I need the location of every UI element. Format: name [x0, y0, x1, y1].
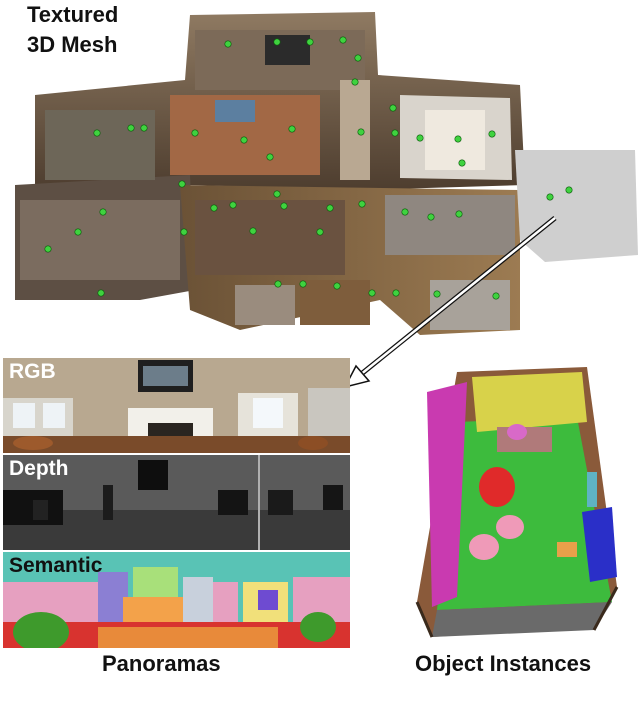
viewpoint-marker	[357, 128, 365, 136]
viewpoint-marker	[565, 186, 573, 194]
mesh-title-line2: 3D Mesh	[27, 32, 118, 57]
object-instances-caption: Object Instances	[415, 651, 592, 676]
rgb-panorama: RGB	[3, 358, 350, 453]
viewpoint-marker	[140, 124, 148, 132]
semantic-label: Semantic	[9, 554, 103, 577]
viewpoint-marker	[280, 202, 288, 210]
viewpoint-marker	[299, 280, 307, 288]
viewpoint-marker	[454, 135, 462, 143]
viewpoint-marker	[455, 210, 463, 218]
mesh-title-line1: Textured	[27, 2, 119, 27]
object-instances-figure	[412, 362, 638, 647]
rgb-label: RGB	[9, 360, 56, 383]
viewpoint-marker	[546, 193, 554, 201]
viewpoint-marker	[224, 40, 232, 48]
viewpoint-marker	[316, 228, 324, 236]
viewpoint-marker	[391, 129, 399, 137]
viewpoint-marker	[427, 213, 435, 221]
panoramas-caption: Panoramas	[102, 651, 221, 676]
viewpoint-marker	[97, 289, 105, 297]
staircase-shape	[340, 80, 370, 180]
viewpoint-marker	[492, 292, 500, 300]
viewpoint-marker	[127, 124, 135, 132]
viewpoint-marker	[93, 129, 101, 137]
viewpoint-marker	[401, 208, 409, 216]
rgb-image	[3, 358, 350, 453]
depth-image	[3, 455, 350, 550]
viewpoint-marker	[416, 134, 424, 142]
painting-shape	[215, 100, 255, 122]
viewpoint-marker	[229, 201, 237, 209]
arrow-head	[343, 364, 371, 389]
viewpoint-marker	[333, 282, 341, 290]
viewpoint-marker	[249, 227, 257, 235]
viewpoint-marker	[488, 130, 496, 138]
room-bottom-center	[235, 285, 295, 325]
viewpoint-marker	[210, 204, 218, 212]
object-instances-render	[415, 367, 619, 638]
room-dining	[195, 200, 345, 275]
viewpoint-marker	[433, 290, 441, 298]
viewpoint-marker	[392, 289, 400, 297]
viewpoint-marker	[339, 36, 347, 44]
viewpoint-marker	[288, 125, 296, 133]
viewpoint-marker	[458, 159, 466, 167]
room-left-upper	[45, 110, 155, 180]
viewpoint-marker	[191, 129, 199, 137]
viewpoint-marker	[74, 228, 82, 236]
viewpoint-marker	[274, 280, 282, 288]
house-mesh-render	[15, 12, 638, 335]
viewpoint-marker	[306, 38, 314, 46]
viewpoint-marker	[354, 54, 362, 62]
viewpoint-marker	[240, 136, 248, 144]
room-right-lower	[385, 195, 515, 255]
semantic-panorama: Semantic	[3, 552, 350, 648]
tv-shape	[265, 35, 310, 65]
viewpoint-marker	[273, 38, 281, 46]
viewpoint-marker	[351, 78, 359, 86]
viewpoint-marker	[326, 204, 334, 212]
semantic-image	[3, 552, 350, 648]
viewpoint-marker	[368, 289, 376, 297]
viewpoint-marker	[180, 228, 188, 236]
depth-panorama: Depth	[3, 455, 350, 550]
viewpoint-marker	[99, 208, 107, 216]
balcony-shape	[515, 150, 638, 262]
viewpoint-marker	[266, 153, 274, 161]
viewpoint-marker	[273, 190, 281, 198]
textured-mesh-figure: Textured 3D Mesh	[0, 0, 640, 345]
viewpoint-marker	[389, 104, 397, 112]
depth-label: Depth	[9, 457, 69, 480]
viewpoint-markers	[44, 36, 573, 300]
viewpoint-marker	[358, 200, 366, 208]
viewpoint-marker	[178, 180, 186, 188]
viewpoint-marker	[44, 245, 52, 253]
